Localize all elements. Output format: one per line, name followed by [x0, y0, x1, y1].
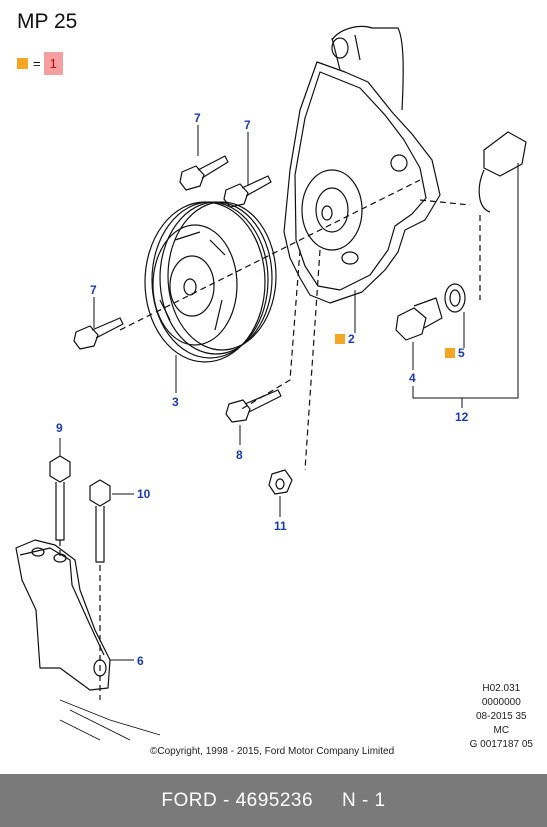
callout-7c: 7	[90, 283, 97, 297]
bolt-9	[49, 455, 71, 541]
marker-5	[445, 348, 455, 358]
footer-page: N - 1	[341, 789, 386, 811]
callout-11: 11	[274, 519, 287, 533]
footer-part-number: FORD - 4695236	[161, 789, 314, 811]
legend: = 1	[17, 51, 63, 75]
callout-5: 5	[458, 346, 465, 360]
pulley	[144, 201, 277, 363]
footer-spacer	[313, 790, 342, 812]
callout-7b: 7	[244, 118, 251, 132]
callout-4: 4	[409, 371, 416, 385]
engine-bracket-6	[15, 539, 111, 691]
bolt-7-left	[73, 317, 124, 350]
bolt-8	[225, 389, 282, 423]
water-pump-body	[283, 25, 441, 304]
bolt-7-upper-left	[179, 155, 229, 191]
plug-4	[395, 297, 443, 341]
footer-bar: FORD - 4695236 N - 1	[0, 774, 547, 827]
callout-9: 9	[56, 421, 63, 435]
reference-line-2: 0000000	[481, 697, 521, 708]
reference-line-3: 08-2015 35	[476, 711, 527, 722]
temperature-sensor	[478, 131, 527, 213]
marker-2	[335, 334, 345, 344]
callout-8: 8	[236, 448, 243, 462]
copyright-notice: ©Copyright, 1998 - 2015, Ford Motor Comp…	[150, 746, 395, 757]
callout-3: 3	[172, 395, 179, 409]
reference-block: H02.031 0000000 08-2015 35 MC G 0017187 …	[470, 682, 533, 752]
bolt-7-upper-right	[223, 175, 272, 208]
legend-equals: =	[33, 55, 41, 71]
reference-line-4: MC	[493, 725, 510, 736]
bolt-10	[89, 479, 111, 563]
legend-marker	[17, 57, 28, 69]
callout-7a: 7	[194, 111, 201, 125]
page-title: MP 25	[17, 10, 78, 33]
washer-5	[444, 283, 466, 313]
legend-value: 1	[43, 51, 63, 75]
callout-10: 10	[137, 487, 151, 501]
callout-2: 2	[348, 332, 355, 346]
callout-6: 6	[137, 654, 144, 668]
reference-line-1: H02.031	[482, 683, 521, 694]
reference-line-5: G 0017187 05	[469, 739, 533, 750]
callout-12: 12	[455, 410, 469, 424]
nut-11	[268, 469, 293, 495]
